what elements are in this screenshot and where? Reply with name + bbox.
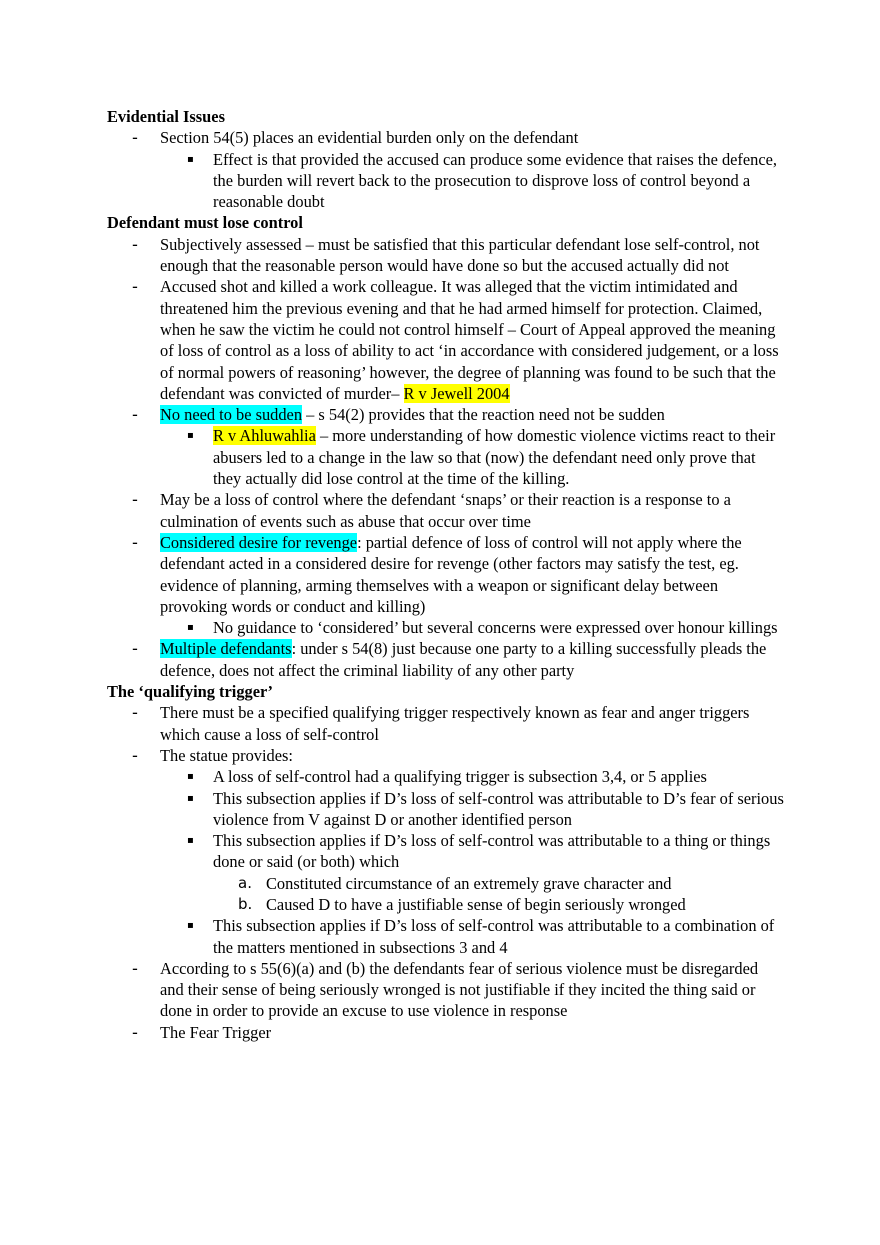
list-item: ▪ No guidance to ‘considered’ but severa… [107,617,785,638]
item-text: This subsection applies if D’s loss of s… [213,788,784,829]
item-text: There must be a specified qualifying tri… [160,703,750,744]
item-text: According to s 55(6)(a) and (b) the defe… [160,958,759,1021]
item-text: : under s 54(8) just because one party t… [160,639,767,680]
item-text: Section 54(5) places an evidential burde… [160,128,579,148]
list-item: ▪ This subsection applies if D’s loss of… [107,915,785,958]
list-item: - Section 54(5) places an evidential bur… [107,127,785,148]
item-text: Accused shot and killed a work colleague… [160,277,779,403]
heading-lose-control: Defendant must lose control [107,213,303,233]
highlighted-case-name: R v Ahluwahlia [213,426,316,446]
item-text: The Fear Trigger [160,1022,272,1042]
dash-bullet: - [132,639,138,659]
item-text: Caused D to have a justifiable sense of … [266,894,686,914]
dash-bullet: - [132,128,138,148]
list-item: b. Caused D to have a justifiable sense … [107,894,785,915]
list-item: - There must be a specified qualifying t… [107,702,785,745]
item-text: A loss of self-control had a qualifying … [213,767,707,787]
heading-evidential-issues: Evidential Issues [107,107,225,126]
item-text: – s 54(2) provides that the reaction nee… [302,405,665,425]
item-text: : partial defence of loss of control wil… [160,532,742,616]
dash-bullet: - [132,958,138,978]
item-text: Constituted circumstance of an extremely… [266,873,672,893]
square-bullet: ▪ [187,153,194,165]
item-text: This subsection applies if D’s loss of s… [213,916,775,957]
list-item: - Multiple defendants: under s 54(8) jus… [107,638,785,681]
letter-bullet: a. [238,873,252,892]
list-item: - Subjectively assessed – must be satisf… [107,234,785,277]
item-text: – more understanding of how domestic vio… [213,426,776,489]
dash-bullet: - [132,703,138,723]
highlighted-term: Multiple defendants [160,639,292,659]
list-item: - Considered desire for revenge: partial… [107,532,785,617]
square-bullet: ▪ [187,771,194,783]
item-text: Effect is that provided the accused can … [213,149,778,212]
dash-bullet: - [132,234,138,254]
square-bullet: ▪ [187,835,194,847]
heading-qualifying-trigger: The ‘qualifying trigger’ [107,682,274,702]
dash-bullet: - [132,277,138,297]
square-bullet: ▪ [187,792,194,804]
highlighted-term: No need to be sudden [160,405,303,425]
list-item: - No need to be sudden – s 54(2) provide… [107,404,785,425]
dash-bullet: - [132,745,138,765]
item-text: Subjectively assessed – must be satisfie… [160,234,760,276]
square-bullet: ▪ [187,430,194,442]
list-item: ▪ Effect is that provided the accused ca… [107,149,785,213]
dash-bullet: - [132,405,138,425]
list-item: a. Constituted circumstance of an extrem… [107,873,785,894]
highlighted-case-name: R v Jewell 2004 [403,383,510,403]
list-item: - According to s 55(6)(a) and (b) the de… [107,958,785,1022]
dash-bullet: - [132,490,138,510]
document-page: Evidential Issues - Section 54(5) places… [107,107,785,1043]
list-item: ▪ This subsection applies if D’s loss of… [107,830,785,873]
square-bullet: ▪ [187,920,194,932]
letter-bullet: b. [238,894,253,913]
list-item: - The Fear Trigger [107,1022,785,1043]
item-text: May be a loss of control where the defen… [160,490,731,531]
list-item: ▪ R v Ahluwahlia – more understanding of… [107,425,785,489]
dash-bullet: - [132,532,138,552]
highlighted-term: Considered desire for revenge [160,532,358,552]
item-text: No guidance to ‘considered’ but several … [213,618,778,638]
list-item: ▪ A loss of self-control had a qualifyin… [107,766,785,787]
list-item: ▪ This subsection applies if D’s loss of… [107,788,785,831]
square-bullet: ▪ [187,622,194,634]
item-text: This subsection applies if D’s loss of s… [213,831,771,872]
list-item: - May be a loss of control where the def… [107,489,785,532]
list-item: - The statue provides: [107,745,785,766]
dash-bullet: - [132,1022,138,1042]
list-item: - Accused shot and killed a work colleag… [107,276,785,404]
item-text: The statue provides: [160,745,293,765]
